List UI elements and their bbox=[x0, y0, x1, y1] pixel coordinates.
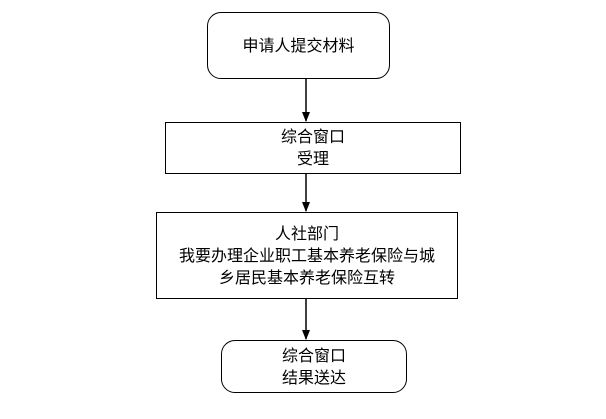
node-text: 综合窗口 bbox=[280, 127, 345, 146]
node-text: 结果送达 bbox=[281, 367, 346, 387]
node-text: 受理 bbox=[296, 149, 329, 168]
node-text: 申请人提交材料 bbox=[242, 35, 355, 55]
node-window-accept: 综合窗口 受理 bbox=[165, 122, 461, 174]
node-hr-department: 人社部门 我要办理企业职工基本养老保险与城 乡居民基本养老保险互转 bbox=[156, 212, 458, 299]
node-text: 综合窗口 bbox=[281, 345, 346, 365]
node-text: 我要办理企业职工基本养老保险与城 bbox=[178, 245, 435, 265]
node-submit-materials: 申请人提交材料 bbox=[207, 12, 390, 79]
node-result-delivery: 综合窗口 结果送达 bbox=[221, 340, 407, 393]
node-text: 人社部门 bbox=[274, 223, 339, 243]
node-text: 乡居民基本养老保险互转 bbox=[218, 267, 395, 287]
